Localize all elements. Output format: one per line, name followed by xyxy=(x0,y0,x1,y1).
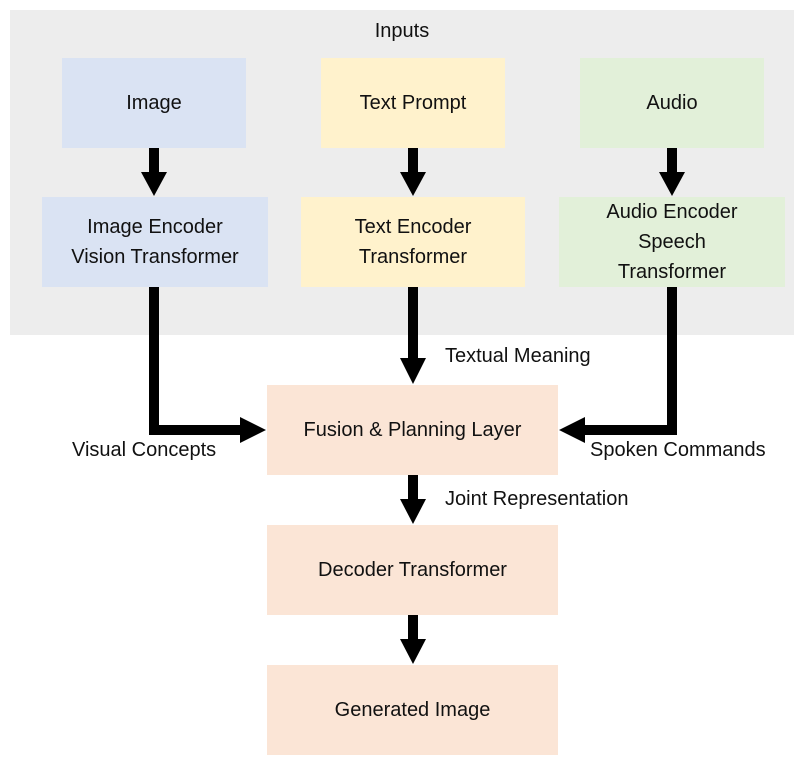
text-prompt-label: Text Prompt xyxy=(359,92,467,114)
arrow-decoder-to-output-shaft xyxy=(408,615,418,639)
decoder-transformer-label: Decoder Transformer xyxy=(318,559,507,581)
fusion-planning-node: Fusion & Planning Layer xyxy=(267,385,558,475)
arrow-text-encoder-to-fusion-head xyxy=(400,358,426,384)
decoder-transformer-node: Decoder Transformer xyxy=(267,525,558,615)
arrow-audio-to-encoder-shaft xyxy=(667,148,677,172)
arrow-image-encoder-down xyxy=(149,287,159,435)
fusion-planning-label: Fusion & Planning Layer xyxy=(303,419,522,441)
arrow-image-to-encoder-shaft xyxy=(149,148,159,172)
arrow-text-to-encoder-head xyxy=(400,172,426,196)
spoken-commands-label: Spoken Commands xyxy=(590,439,766,461)
image-encoder-line-1: Image Encoder xyxy=(87,216,223,238)
inputs-title: Inputs xyxy=(374,20,430,42)
arrow-fusion-to-decoder-shaft xyxy=(408,475,418,499)
arrow-audio-to-encoder-head xyxy=(659,172,685,196)
joint-representation-label: Joint Representation xyxy=(445,488,629,510)
image-encoder-node: Image Encoder Vision Transformer xyxy=(42,197,268,287)
audio-encoder-node: Audio Encoder Speech Transformer xyxy=(559,197,785,287)
arrow-audio-encoder-down xyxy=(667,287,677,435)
visual-concepts-label: Visual Concepts xyxy=(72,439,217,461)
audio-input-node: Audio xyxy=(580,58,764,148)
audio-encoder-line-2: Speech xyxy=(638,231,706,253)
text-encoder-node: Text Encoder Transformer xyxy=(301,197,525,287)
audio-encoder-line-1: Audio Encoder xyxy=(606,201,738,223)
image-input-label: Image xyxy=(126,92,182,114)
audio-input-label: Audio xyxy=(646,92,698,114)
text-encoder-line-2: Transformer xyxy=(358,246,468,268)
arrow-decoder-to-output-head xyxy=(400,639,426,664)
audio-encoder-line-3: Transformer xyxy=(617,261,727,283)
arrow-image-encoder-to-fusion-head xyxy=(240,417,266,443)
arrow-image-encoder-across xyxy=(149,425,241,435)
arrow-text-to-encoder-shaft xyxy=(408,148,418,172)
arrow-audio-encoder-across xyxy=(584,425,677,435)
generated-image-label: Generated Image xyxy=(334,699,491,721)
text-prompt-node: Text Prompt xyxy=(321,58,505,148)
image-input-node: Image xyxy=(62,58,246,148)
image-encoder-line-2: Vision Transformer xyxy=(71,246,239,268)
arrow-image-to-encoder-head xyxy=(141,172,167,196)
textual-meaning-label: Textual Meaning xyxy=(445,345,591,367)
arrow-text-encoder-to-fusion-shaft xyxy=(408,287,418,358)
generated-image-node: Generated Image xyxy=(267,665,558,755)
text-encoder-line-1: Text Encoder xyxy=(354,216,472,238)
arrow-audio-encoder-to-fusion-head xyxy=(559,417,585,443)
arrow-fusion-to-decoder-head xyxy=(400,499,426,524)
